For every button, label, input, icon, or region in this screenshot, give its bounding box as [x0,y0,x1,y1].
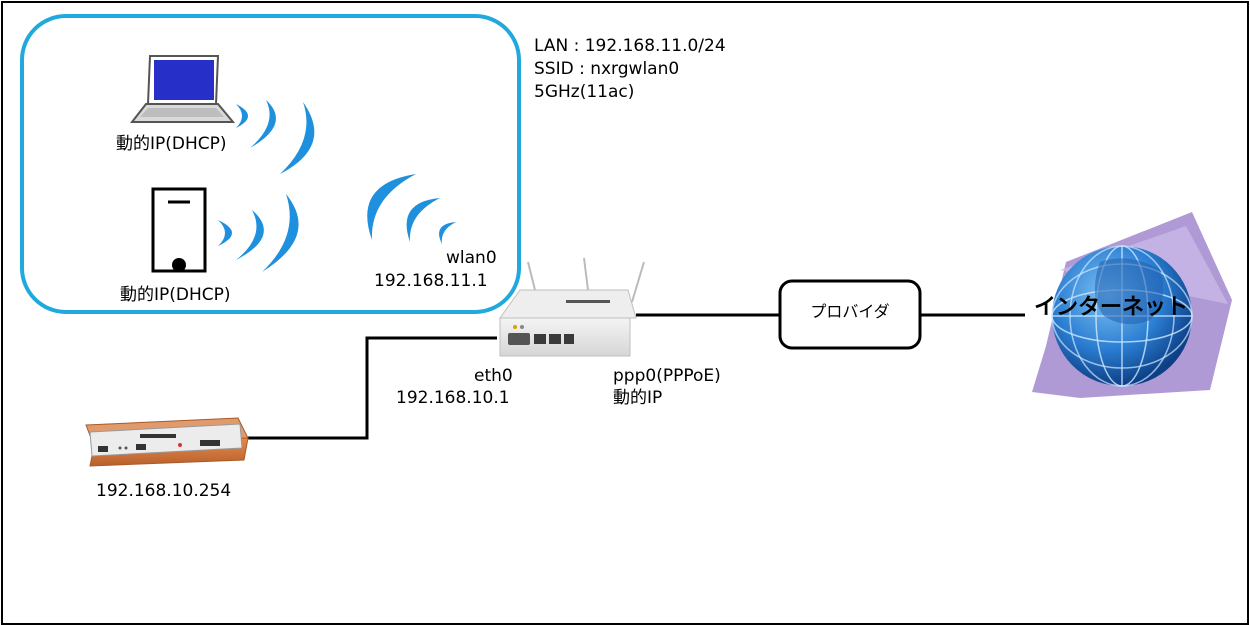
ppp0-ip-label: 動的IP [613,388,663,408]
laptop-ip-label: 動的IP(DHCP) [116,134,227,154]
eth0-name-label: eth0 [474,366,513,386]
eth0-ip-label: 192.168.10.1 [396,388,510,408]
wlan0-name-label: wlan0 [446,248,497,268]
console-server-ip-label: 192.168.10.254 [96,481,232,501]
provider-label: プロバイダ [810,302,890,321]
ppp0-name-label: ppp0(PPPoE) [613,366,721,386]
internet-globe-icon [1032,212,1232,398]
ssid-info-line: SSID : nxrgwlan0 [534,59,680,79]
wlan0-ip-label: 192.168.11.1 [374,271,488,291]
eth0-cable [245,336,497,440]
router-device-icon [499,257,645,357]
band-info-line: 5GHz(11ac) [534,82,635,102]
laptop-icon [129,55,236,123]
wlan0-wifi-waves-icon [367,174,456,244]
smartphone-icon [151,187,207,273]
provider-box [778,279,922,350]
phone-wifi-waves-icon [218,194,299,272]
console-server-icon [85,417,249,467]
internet-label: インターネット [1034,295,1189,320]
lan-info-line: LAN : 192.168.11.0/24 [534,36,726,56]
wlan-group-box [20,14,521,314]
phone-ip-label: 動的IP(DHCP) [120,285,231,305]
laptop-wifi-waves-icon [236,100,315,174]
